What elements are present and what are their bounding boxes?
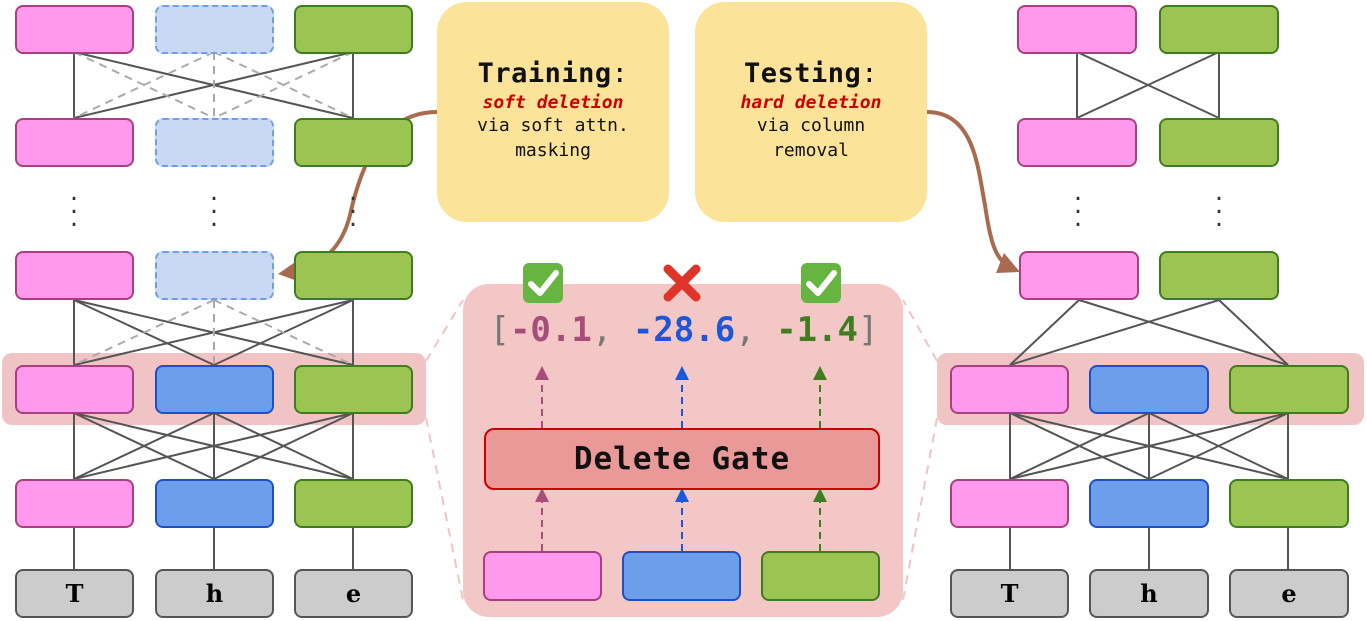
left-ellipsis-3: ... — [348, 177, 358, 233]
check-icon — [799, 261, 843, 305]
left-ellipsis-2: ... — [209, 177, 219, 233]
delete-gate: Delete Gate — [484, 428, 880, 490]
scores-separator-2: , — [735, 310, 756, 350]
testing-detail-2: removal — [773, 140, 849, 161]
right-ellipsis-1: ... — [1073, 177, 1083, 233]
right-green-box-row3 — [1159, 251, 1279, 300]
right-ellipsis-2: ... — [1214, 177, 1224, 233]
scores-close-bracket: ] — [858, 310, 879, 350]
left-green-box-row3 — [294, 251, 413, 300]
training-detail-2: masking — [515, 140, 591, 161]
right-token-box-3: e — [1229, 569, 1349, 618]
left-pink-box-row4 — [15, 365, 134, 414]
left-token-box-2: h — [155, 569, 274, 618]
score-h: -28.6 — [632, 310, 736, 350]
scores-open-bracket: [ — [489, 310, 510, 350]
testing-note: Testing: hard deletion via column remova… — [695, 2, 927, 222]
right-pink-box-row1 — [1017, 5, 1137, 54]
gate-scores: [-0.1, -28.6, -1.4] — [484, 310, 884, 350]
testing-heading: Testing — [743, 58, 862, 89]
cross-icon — [660, 261, 704, 305]
right-pink-box-row5 — [950, 479, 1069, 528]
left-green-box-row4 — [294, 365, 413, 414]
right-pink-box-row4 — [950, 365, 1069, 414]
testing-detail-1: via column — [756, 115, 866, 136]
training-heading: Training — [477, 58, 612, 89]
training-detail-1: via soft attn. — [477, 115, 629, 136]
score-t: -0.1 — [509, 310, 592, 350]
left-pink-box-row3 — [15, 251, 134, 300]
score-e: -1.4 — [776, 310, 859, 350]
training-colon: : — [611, 58, 629, 89]
gate-input-pink — [483, 551, 602, 601]
left-deleted-box-row2 — [155, 118, 274, 167]
right-token-box-1: T — [950, 569, 1069, 618]
left-ellipsis-1: ... — [69, 177, 79, 233]
left-token-box-1: T — [15, 569, 134, 618]
right-green-box-row2 — [1159, 118, 1279, 167]
right-green-box-row1 — [1159, 5, 1279, 54]
left-deleted-box-row3 — [155, 251, 274, 300]
left-deleted-box-row1 — [155, 5, 274, 54]
training-heading-line: Training: — [437, 58, 669, 89]
training-note: Training: soft deletion via soft attn. m… — [437, 2, 669, 222]
right-pink-box-row3 — [1019, 251, 1139, 300]
left-blue-box-row5 — [155, 479, 274, 528]
gate-input-green — [761, 551, 880, 601]
left-blue-box-row4 — [155, 365, 274, 414]
right-green-box-row5 — [1229, 479, 1349, 528]
left-green-box-row2 — [294, 118, 413, 167]
left-pink-box-row5 — [15, 479, 134, 528]
left-green-box-row5 — [294, 479, 413, 528]
testing-heading-line: Testing: — [695, 58, 927, 89]
right-pink-box-row2 — [1017, 118, 1137, 167]
right-green-box-row4 — [1229, 365, 1349, 414]
left-green-box-row1 — [294, 5, 413, 54]
right-blue-box-row4 — [1089, 365, 1209, 414]
left-pink-box-row1 — [15, 5, 134, 54]
left-pink-box-row2 — [15, 118, 134, 167]
training-method: soft deletion — [482, 92, 624, 113]
gate-input-blue — [622, 551, 741, 601]
right-blue-box-row5 — [1089, 479, 1209, 528]
right-token-box-2: h — [1089, 569, 1209, 618]
left-token-box-3: e — [294, 569, 413, 618]
scores-separator-1: , — [591, 310, 613, 350]
check-icon — [521, 261, 565, 305]
testing-colon: : — [861, 58, 879, 89]
testing-method: hard deletion — [740, 92, 882, 113]
